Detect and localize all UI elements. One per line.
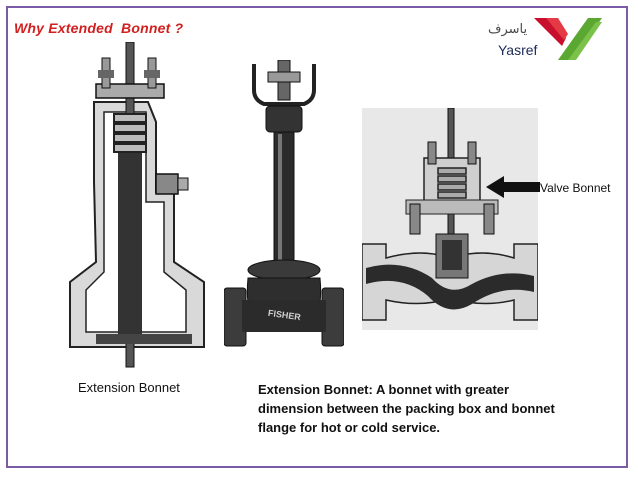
standard-valve-cutaway-illustration bbox=[362, 108, 538, 330]
slide-title: Why Extended Bonnet ? bbox=[14, 20, 184, 36]
logo-english-text: Yasref bbox=[498, 42, 538, 58]
extension-bonnet-cutaway-illustration bbox=[69, 42, 205, 368]
logo-arabic-text: ياسرف bbox=[488, 22, 528, 37]
caption-extension-bonnet: Extension Bonnet bbox=[78, 380, 180, 395]
logo-mark-icon bbox=[534, 18, 602, 60]
yasref-logo: ياسرف Yasref bbox=[488, 12, 608, 68]
caption-extension-bonnet-definition: Extension Bonnet: A bonnet with greater … bbox=[258, 382, 555, 435]
fisher-brand-text: FISHER bbox=[267, 308, 302, 323]
valve-bonnet-label: Valve Bonnet bbox=[540, 181, 611, 195]
slide-frame bbox=[6, 6, 628, 468]
fisher-valve-extension-illustration: FISHER bbox=[224, 60, 344, 347]
valve-bonnet-arrow-icon bbox=[486, 176, 540, 198]
